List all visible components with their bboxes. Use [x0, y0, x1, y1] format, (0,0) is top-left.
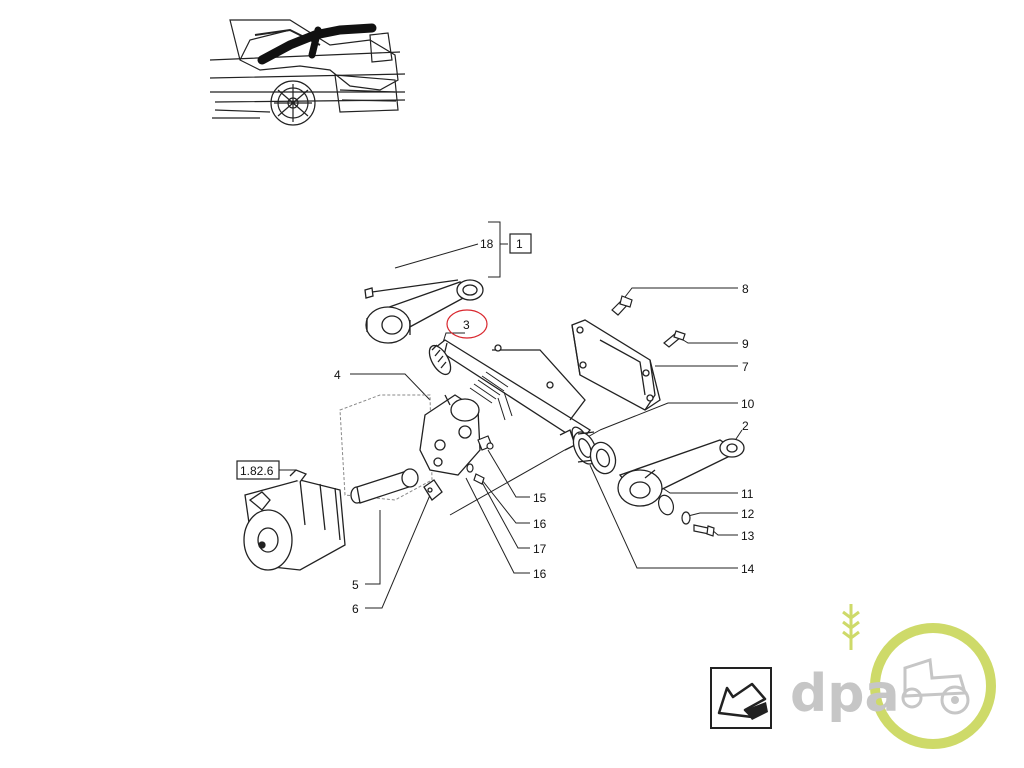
callout-7[interactable]: 7 — [742, 360, 749, 374]
ref-1-82-6-hydraulic-cylinder[interactable] — [243, 469, 346, 571]
callout-16-upper[interactable]: 16 — [533, 517, 547, 531]
callout-10[interactable]: 10 — [741, 397, 755, 411]
wheat-icon — [842, 604, 860, 650]
callout-11[interactable]: 11 — [741, 487, 754, 501]
part-18-lift-arm[interactable] — [364, 279, 484, 344]
callout-2[interactable]: 2 — [742, 419, 749, 433]
callout-12[interactable]: 12 — [741, 507, 755, 521]
callout-3[interactable]: 3 — [463, 318, 470, 332]
callout-17[interactable]: 17 — [533, 542, 547, 556]
part-16-screw-lower[interactable] — [473, 473, 485, 485]
callout-3-highlight-ring — [446, 309, 488, 339]
part-8-bolt[interactable] — [611, 295, 633, 316]
part-6-pin[interactable] — [423, 479, 443, 501]
logo-text: dpa — [790, 664, 900, 724]
part-17-washer[interactable] — [466, 463, 474, 473]
tractor-gear-icon — [870, 623, 996, 749]
callout-6[interactable]: 6 — [352, 602, 359, 616]
part-9-bolt[interactable] — [663, 330, 686, 348]
ref-1-82-6-box — [236, 460, 280, 480]
leader-lines — [278, 221, 743, 609]
part-11-washer[interactable] — [656, 493, 676, 517]
callout-4[interactable]: 4 — [334, 368, 341, 382]
part-7-cover-plate[interactable] — [571, 319, 661, 411]
assembly-reference-box — [509, 233, 532, 254]
callout-13[interactable]: 13 — [741, 529, 755, 543]
callout-18[interactable]: 18 — [480, 237, 494, 251]
callout-1-82-6[interactable]: 1.82.6 — [240, 464, 274, 478]
tractor-icon — [901, 658, 970, 715]
callout-9[interactable]: 9 — [742, 337, 749, 351]
callout-5[interactable]: 5 — [352, 578, 359, 592]
lift-housing-outline — [339, 394, 433, 501]
callout-15[interactable]: 15 — [533, 491, 547, 505]
tractor-overview-thumbnail — [207, 18, 407, 126]
callout-8[interactable]: 8 — [742, 282, 749, 296]
part-12-spring-washer[interactable] — [681, 511, 691, 525]
part-13-bolt[interactable] — [693, 524, 715, 537]
part-2-lift-arm[interactable] — [617, 438, 745, 507]
callout-box-1[interactable]: 1 — [516, 237, 523, 251]
callout-16-lower[interactable]: 16 — [533, 567, 547, 581]
dpa-logo: dpa — [790, 604, 996, 749]
part-10-washer[interactable] — [586, 439, 619, 477]
part-4-arm-block[interactable] — [419, 394, 481, 476]
part-16-screw[interactable] — [486, 442, 494, 450]
part-5-link-rod[interactable] — [350, 468, 419, 504]
back-arrow-button[interactable] — [710, 667, 772, 729]
callout-14[interactable]: 14 — [741, 562, 755, 576]
